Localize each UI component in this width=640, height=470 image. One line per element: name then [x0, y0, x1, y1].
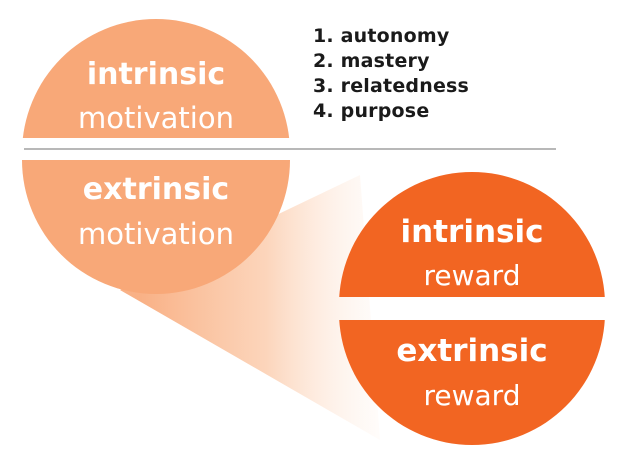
extrinsic-motivation-subtitle: motivation: [78, 217, 234, 251]
intrinsic-reward-subtitle: reward: [424, 259, 521, 292]
extrinsic-motivation-half: extrinsic motivation: [22, 160, 290, 294]
intrinsic-motivation-title: intrinsic: [87, 57, 225, 92]
extrinsic-reward-title: extrinsic: [396, 333, 547, 369]
intrinsic-motivation-subtitle: motivation: [78, 101, 234, 135]
list-item-purpose: 4. purpose: [313, 100, 430, 122]
intrinsic-reward-half: intrinsic reward: [339, 172, 605, 297]
intrinsic-motivation-half: intrinsic motivation: [22, 19, 290, 138]
needs-list: 1. autonomy 2. mastery 3. relatedness 4.…: [313, 24, 469, 124]
intrinsic-reward-shape: [339, 172, 605, 297]
intrinsic-reward-title: intrinsic: [401, 214, 544, 250]
connecting-cone: [120, 175, 380, 440]
extrinsic-reward-shape: [339, 320, 605, 445]
extrinsic-reward-subtitle: reward: [424, 379, 521, 412]
intrinsic-motivation-shape: [22, 19, 290, 138]
extrinsic-motivation-title: extrinsic: [83, 172, 229, 207]
extrinsic-motivation-shape: [22, 160, 290, 294]
list-item-relatedness: 3. relatedness: [313, 75, 470, 97]
extrinsic-reward-half: extrinsic reward: [339, 320, 605, 445]
list-item-autonomy: 1. autonomy: [313, 25, 450, 47]
list-item-mastery: 2. mastery: [313, 50, 430, 72]
